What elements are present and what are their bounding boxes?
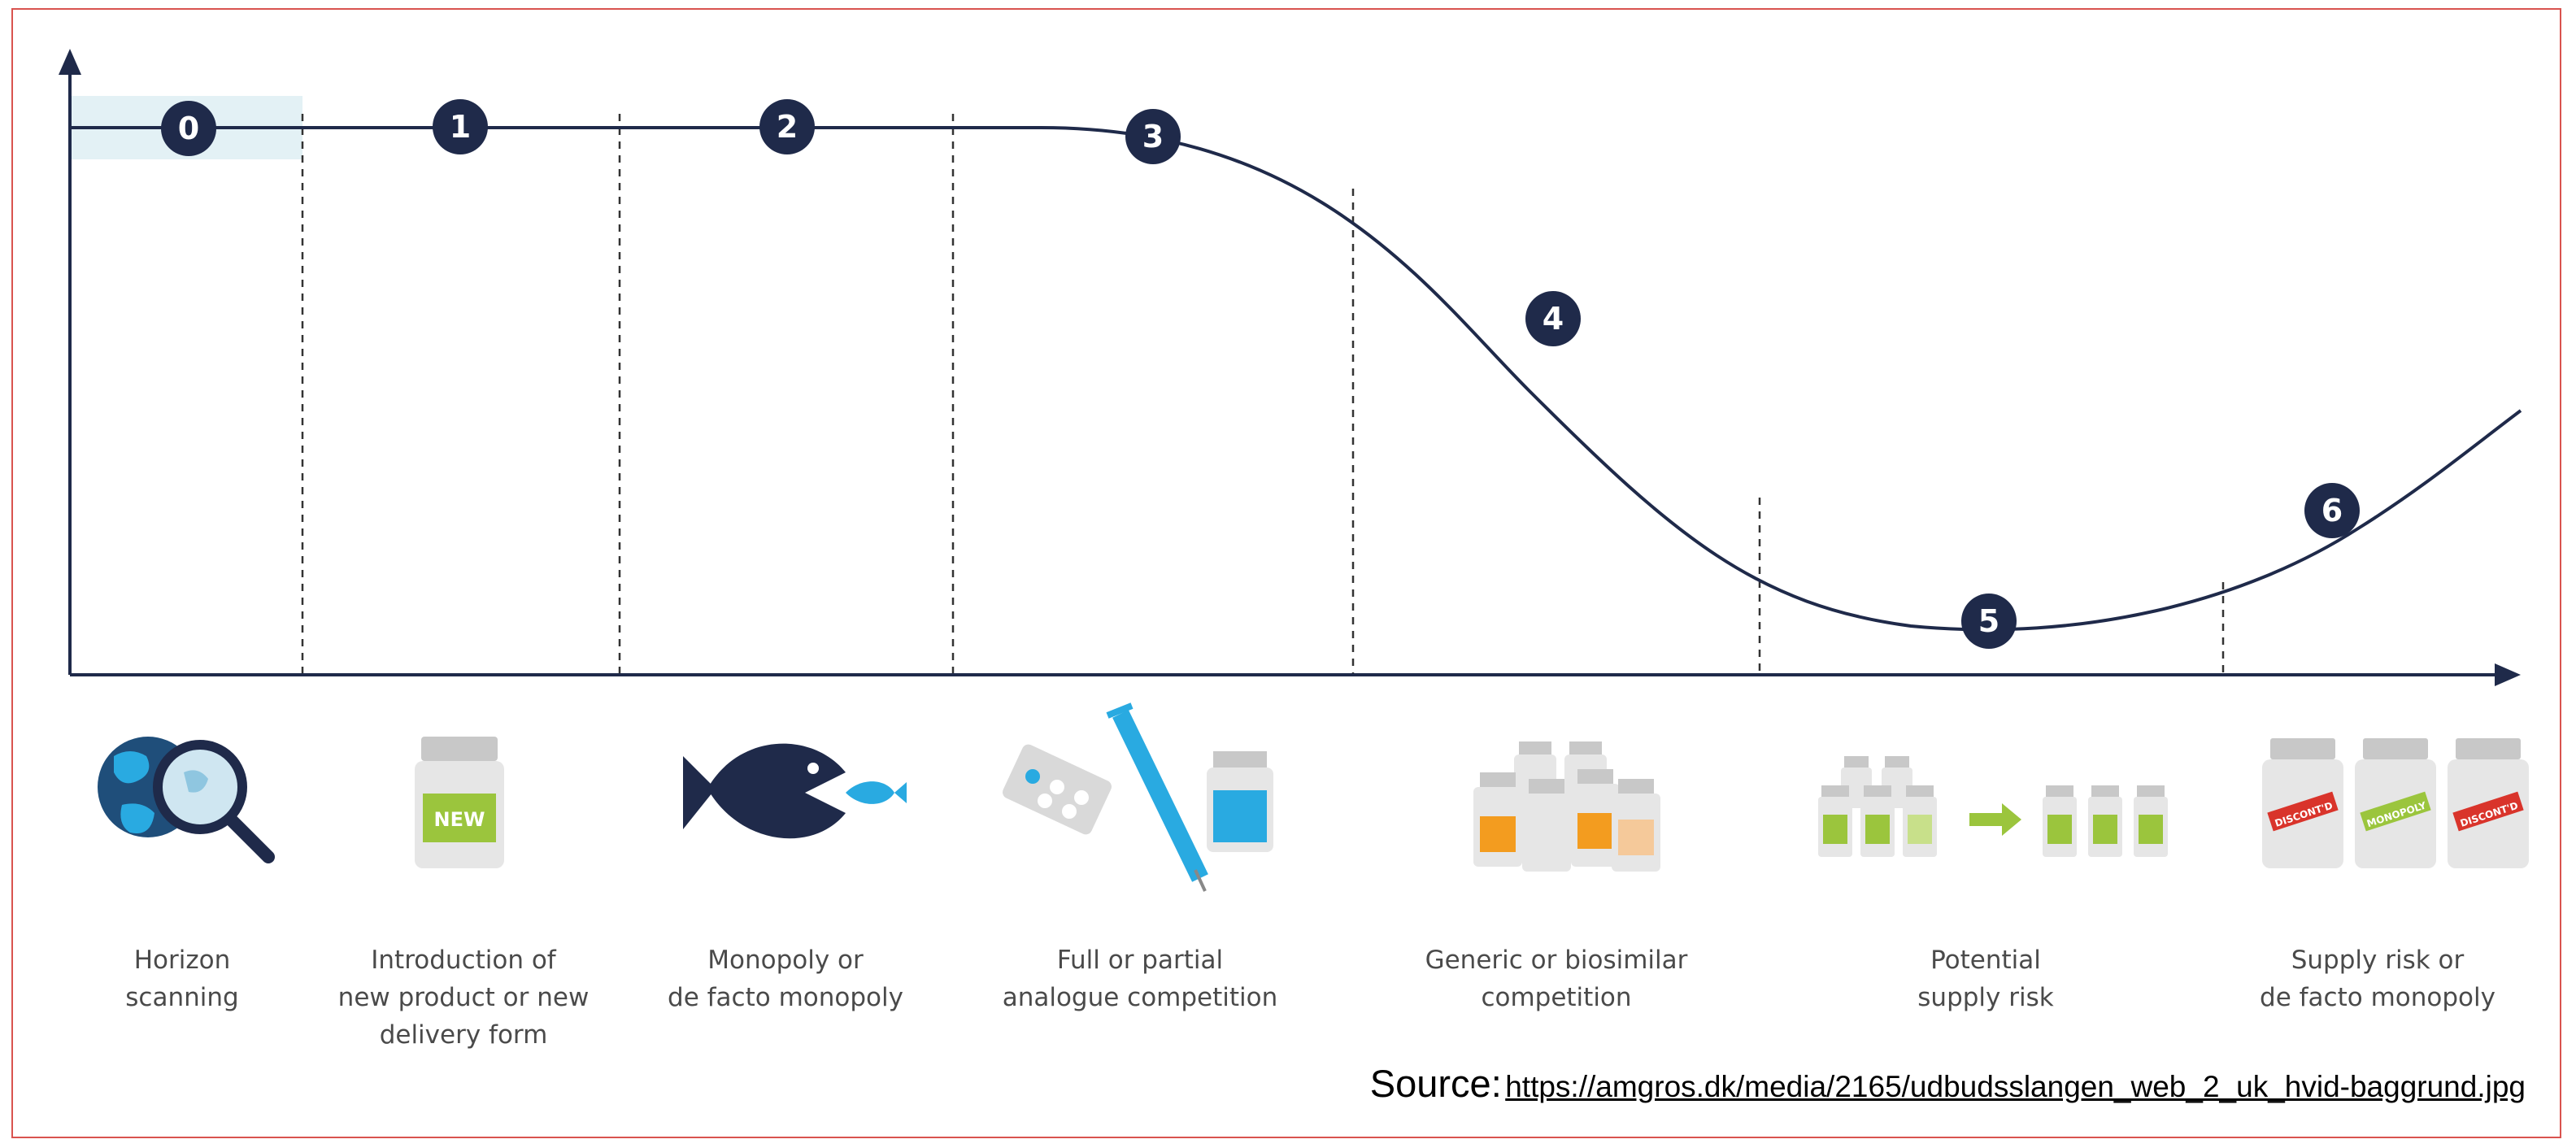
x-axis-arrow xyxy=(2495,663,2521,686)
marker-5: 5 xyxy=(1961,594,2017,649)
source-citation: Source: https://amgros.dk/media/2165/udb… xyxy=(1370,1061,2526,1106)
big-fish-eating-small-fish-icon xyxy=(683,743,907,839)
stage-dividers xyxy=(301,114,2225,675)
svg-text:6: 6 xyxy=(2321,493,2343,528)
y-axis-arrow xyxy=(59,49,81,75)
stage-markers: 0 1 2 3 4 5 6 xyxy=(161,99,2360,649)
marker-2: 2 xyxy=(759,99,815,154)
source-link[interactable]: https://amgros.dk/media/2165/udbudsslang… xyxy=(1505,1070,2526,1103)
svg-text:NEW: NEW xyxy=(434,808,485,831)
marker-0: 0 xyxy=(161,101,216,156)
pills-syringe-vial-icon xyxy=(1003,702,1273,892)
source-label: Source: xyxy=(1369,1062,1502,1105)
svg-text:5: 5 xyxy=(1978,603,1999,639)
marker-4: 4 xyxy=(1525,291,1581,346)
svg-text:0: 0 xyxy=(178,111,199,146)
marker-3: 3 xyxy=(1125,109,1181,164)
svg-text:3: 3 xyxy=(1142,119,1164,154)
discontinued-bottles-icon: DISCONT'D MONOPOLY DISCONT'D xyxy=(2262,738,2529,868)
axes xyxy=(59,49,2521,686)
multiple-bottles-icon xyxy=(1473,741,1660,872)
figure-frame xyxy=(11,8,2561,1138)
marker-1: 1 xyxy=(433,99,488,154)
svg-text:2: 2 xyxy=(777,109,798,145)
marker-6: 6 xyxy=(2304,483,2360,538)
bottles-arrow-bottles-icon xyxy=(1818,756,2168,857)
new-bottle-icon: NEW xyxy=(415,737,504,868)
svg-text:4: 4 xyxy=(1543,301,1564,337)
globe-magnifier-icon xyxy=(98,737,275,863)
svg-text:1: 1 xyxy=(450,109,471,145)
lifecycle-curve xyxy=(70,126,2522,632)
